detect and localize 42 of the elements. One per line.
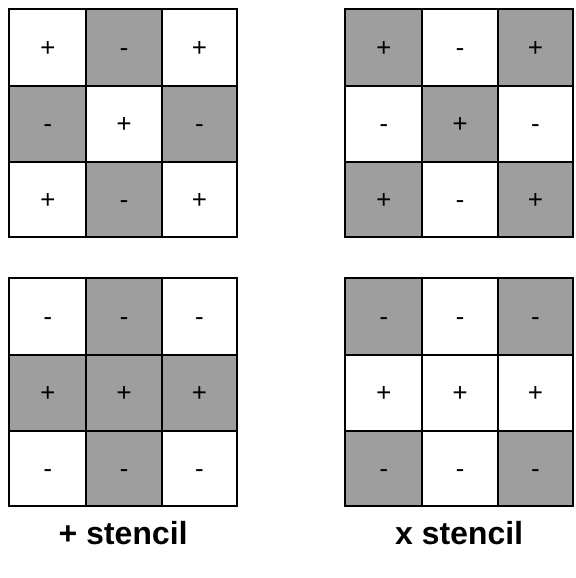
stencil-cell: - — [421, 160, 497, 236]
stencil-cell: + — [421, 85, 497, 161]
stencil-cell: + — [85, 85, 161, 161]
stencil-cell: + — [160, 354, 236, 430]
stencil-cell: - — [346, 430, 422, 505]
stencil-cell: + — [160, 10, 236, 86]
stencil-grid — [8, 277, 238, 507]
stencil-cell: - — [421, 279, 497, 354]
stencil-cell: + — [160, 160, 236, 236]
stencil-grid — [344, 277, 574, 507]
stencil-label: x stencil — [394, 515, 524, 552]
stencil-cell: - — [10, 85, 86, 161]
stencil-cell: - — [85, 430, 161, 505]
stencil-cell: - — [85, 160, 161, 236]
stencil-cell: - — [496, 430, 572, 505]
stencil-cell: - — [421, 430, 497, 505]
stencil-cell: - — [346, 279, 422, 354]
stencil-cell: + — [346, 160, 422, 236]
stencil-cell: + — [10, 160, 86, 236]
stencil-cell: - — [421, 10, 497, 86]
stencil-cell: + — [10, 354, 86, 430]
stencil-cell: + — [85, 354, 161, 430]
stencil-grid — [344, 8, 574, 238]
stencil-cell: - — [496, 279, 572, 354]
stencil-cell: + — [346, 10, 422, 86]
stencil-cell: - — [160, 430, 236, 505]
stencil-grid — [8, 8, 238, 238]
stencil-label: + stencil — [58, 515, 188, 552]
stencil-cell: + — [496, 160, 572, 236]
stencil-cell: + — [10, 10, 86, 86]
stencil-cell: + — [346, 354, 422, 430]
stencil-cell: + — [496, 10, 572, 86]
stencil-cell: - — [346, 85, 422, 161]
stencil-cell: - — [85, 10, 161, 86]
stencil-cell: - — [10, 279, 86, 354]
stencil-cell: + — [421, 354, 497, 430]
stencil-cell: + — [496, 354, 572, 430]
stencil-cell: - — [496, 85, 572, 161]
stencil-cell: - — [160, 85, 236, 161]
stencil-cell: - — [160, 279, 236, 354]
stencil-cell: - — [85, 279, 161, 354]
stencil-cell: - — [10, 430, 86, 505]
